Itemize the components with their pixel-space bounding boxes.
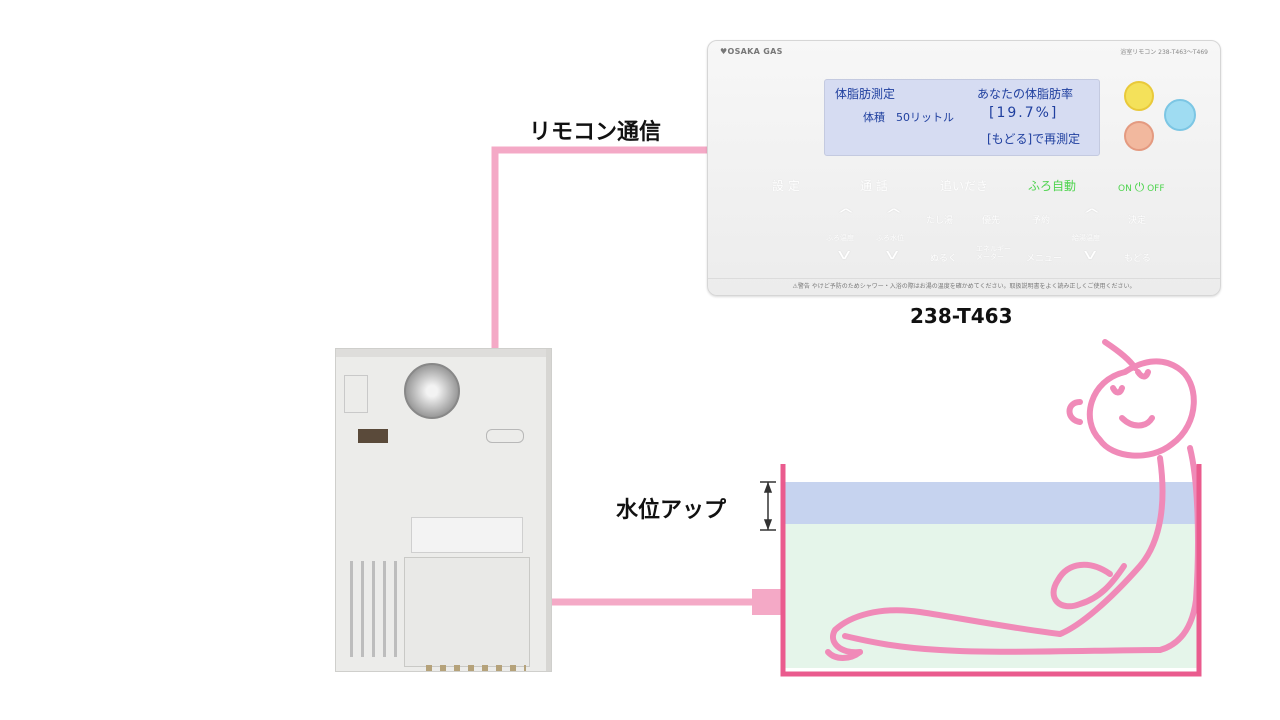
remote-comm-line [491,146,707,348]
enter-button[interactable]: 決定 [1128,216,1147,226]
energy-meter-button[interactable]: エネルギー メーター [976,245,1011,261]
priority-button[interactable]: 優先 [982,216,1001,226]
heater-access-door [404,557,530,667]
warning-bar: ⚠警告 やけど予防のためシャワー・入浴の際はお湯の温度を確かめてください。取扱説… [708,278,1220,295]
remote-model-label: 浴室リモコン 238-T463～T469 [1120,49,1208,56]
back-button[interactable]: もどる [1124,254,1151,264]
hot-water-temp-down-icon[interactable]: v [1083,247,1097,263]
reheat-button[interactable]: 追いだき [940,179,989,193]
power-button[interactable]: ON ⏻ OFF [1118,180,1165,194]
lcd-display: 体脂肪測定 体積 50リットル あなたの体脂肪率 [19.7%] [もどる]で再… [824,79,1100,156]
bathtub-outline [780,464,1202,677]
auto-bath-button[interactable]: ふろ自動 [1028,179,1077,193]
lcd-left-title: 体脂肪測定 [835,87,896,101]
bath-temp-down-icon[interactable]: v [837,247,851,263]
lcd-hint: [もどる]で再測定 [987,132,1081,146]
yellow-mode-button[interactable] [1124,81,1154,111]
bath-remote-controller: ♥OSAKA GAS 浴室リモコン 238-T463～T469 体脂肪測定 体積… [707,40,1221,296]
hot-water-temp-label: 給湯温度 [1072,234,1100,242]
water-level-up-caption: 水位アップ [616,498,727,523]
bath-level-up-icon[interactable]: ^ [884,207,904,223]
talk-button[interactable]: 通 話 [860,179,888,193]
bathing-person-figure [825,339,1201,661]
brand-logo: ♥OSAKA GAS [720,47,783,56]
heater-small-cover [344,375,368,413]
remote-communication-caption: リモコン通信 [529,120,662,145]
orange-mode-button[interactable] [1124,121,1154,151]
lcd-right-title: あなたの体脂肪率 [977,87,1074,101]
eco-logo [486,429,524,443]
power-icon: ⏻ [1134,180,1145,194]
exhaust-vent-icon [404,363,460,419]
cooler-button[interactable]: ぬるく [930,254,958,264]
bath-temp-label: ふろ温度 [826,234,854,242]
heater-side-panel [546,349,551,671]
gas-water-heater [335,348,552,672]
remote-model-caption: 238-T463 [910,304,1013,328]
level-arrow-icon [760,481,776,531]
body-fat-button[interactable] [1164,99,1196,131]
add-hot-water-button[interactable]: たし湯 [926,216,954,226]
heater-top-lip [336,349,551,357]
heater-logo-plate [358,429,388,443]
bath-level-down-icon[interactable]: v [885,247,899,263]
settings-button[interactable]: 設 定 [772,179,800,193]
timer-button[interactable]: 予約 [1032,216,1051,226]
water-level-rise-band [783,482,1199,524]
lcd-body-fat-value: [19.7%] [989,105,1059,121]
menu-button[interactable]: メニュー [1026,254,1063,264]
hot-water-temp-up-icon[interactable]: ^ [1082,207,1102,223]
spec-label-sticker [411,517,523,553]
bath-temp-up-icon[interactable]: ^ [836,207,856,223]
heater-bottom-fittings [426,665,526,671]
bath-level-label: ふろ水位 [876,234,904,242]
lcd-volume: 体積 50リットル [863,111,954,124]
heart-logo-icon: ♥ [720,47,728,56]
heater-louver-panel [350,561,398,657]
